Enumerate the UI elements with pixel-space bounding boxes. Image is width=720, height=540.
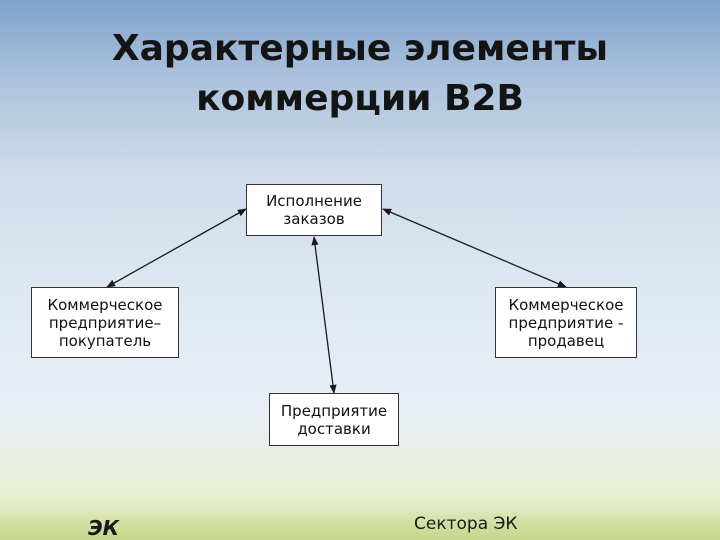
- footer-right-label: Сектора ЭК: [414, 514, 518, 534]
- connector-orders-delivery: [311, 236, 337, 394]
- node-order-fulfillment: Исполнение заказов: [246, 184, 382, 236]
- title-line-1: Характерные элементы: [111, 28, 609, 69]
- footer-ground: [0, 508, 720, 540]
- title-line-2: коммерции B2B: [196, 78, 524, 119]
- node-buyer-enterprise: Коммерческое предприятие– покупатель: [31, 287, 179, 358]
- slide-title: Характерные элементы коммерции B2B: [60, 24, 660, 124]
- node-seller-enterprise: Коммерческое предприятие - продавец: [495, 287, 637, 358]
- node-delivery-enterprise: Предприятие доставки: [269, 393, 399, 446]
- connector-orders-seller: [382, 208, 567, 288]
- connector-orders-buyer: [106, 208, 247, 288]
- footer-left-label: ЭК: [88, 516, 120, 540]
